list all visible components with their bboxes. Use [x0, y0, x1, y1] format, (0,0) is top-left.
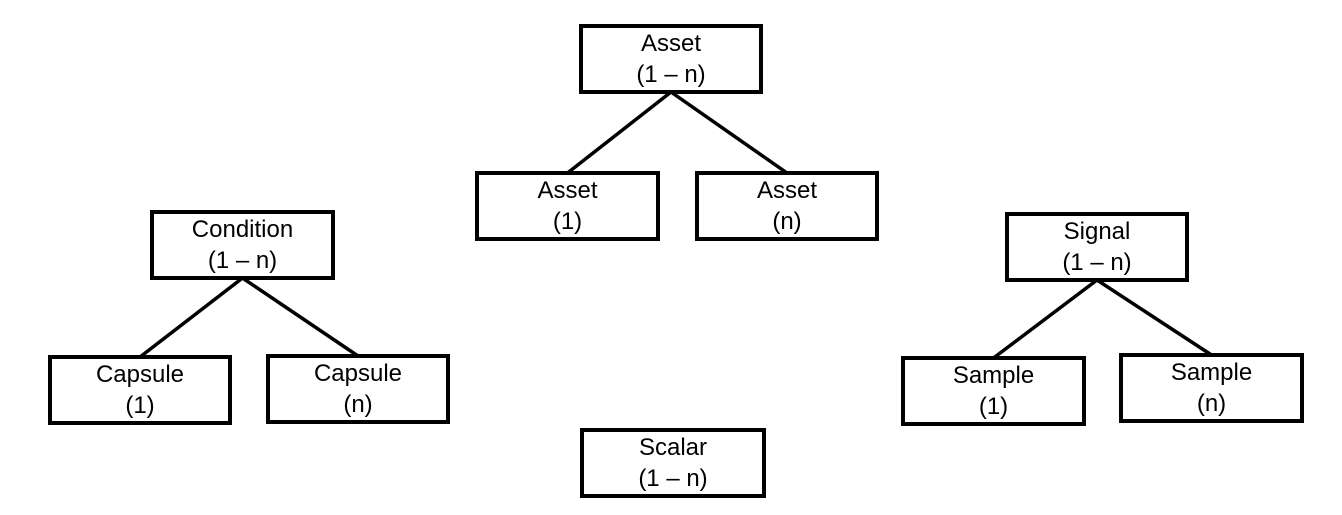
- edge-signal-1-n-to-sample-n: [1096, 278, 1213, 357]
- node-label: Condition: [191, 216, 294, 243]
- node-cardinality: (1 – n): [1062, 249, 1132, 276]
- node-sample-1: Sample (1): [901, 356, 1086, 426]
- node-asset-1-n: Asset (1 – n): [579, 24, 763, 94]
- node-cardinality: (1): [978, 393, 1009, 420]
- node-label: Asset: [537, 177, 598, 204]
- node-label: Sample: [1170, 359, 1253, 386]
- node-condition-1-n: Condition (1 – n): [150, 210, 335, 280]
- node-label: Capsule: [313, 360, 403, 387]
- edge-asset-1-n-to-asset-1: [566, 90, 673, 175]
- node-cardinality: (1 – n): [207, 247, 278, 274]
- node-asset-n: Asset (n): [695, 171, 879, 241]
- node-cardinality: (1): [125, 392, 155, 419]
- node-capsule-1: Capsule (1): [48, 355, 232, 425]
- node-label: Signal: [1063, 218, 1131, 245]
- node-label: Asset: [640, 30, 702, 57]
- node-signal-1-n: Signal (1 – n): [1005, 212, 1189, 282]
- node-sample-n: Sample (n): [1119, 353, 1304, 423]
- node-cardinality: (1): [552, 208, 583, 235]
- node-cardinality: (n): [772, 208, 802, 235]
- node-asset-1: Asset (1): [475, 171, 660, 241]
- edge-signal-1-n-to-sample-1: [992, 278, 1099, 360]
- node-capsule-n: Capsule (n): [266, 354, 450, 424]
- edge-asset-1-n-to-asset-n: [669, 90, 789, 175]
- node-cardinality: (n): [343, 391, 373, 418]
- edge-condition-1-n-to-capsule-n: [241, 276, 359, 358]
- node-cardinality: (1 – n): [638, 465, 708, 492]
- node-label: Sample: [952, 362, 1035, 389]
- node-scalar-1-n: Scalar (1 – n): [580, 428, 766, 498]
- node-label: Asset: [756, 177, 818, 204]
- node-cardinality: (1 – n): [636, 61, 706, 88]
- edge-condition-1-n-to-capsule-1: [138, 276, 244, 359]
- node-cardinality: (n): [1196, 390, 1227, 417]
- node-label: Scalar: [638, 434, 708, 461]
- node-label: Capsule: [95, 361, 185, 388]
